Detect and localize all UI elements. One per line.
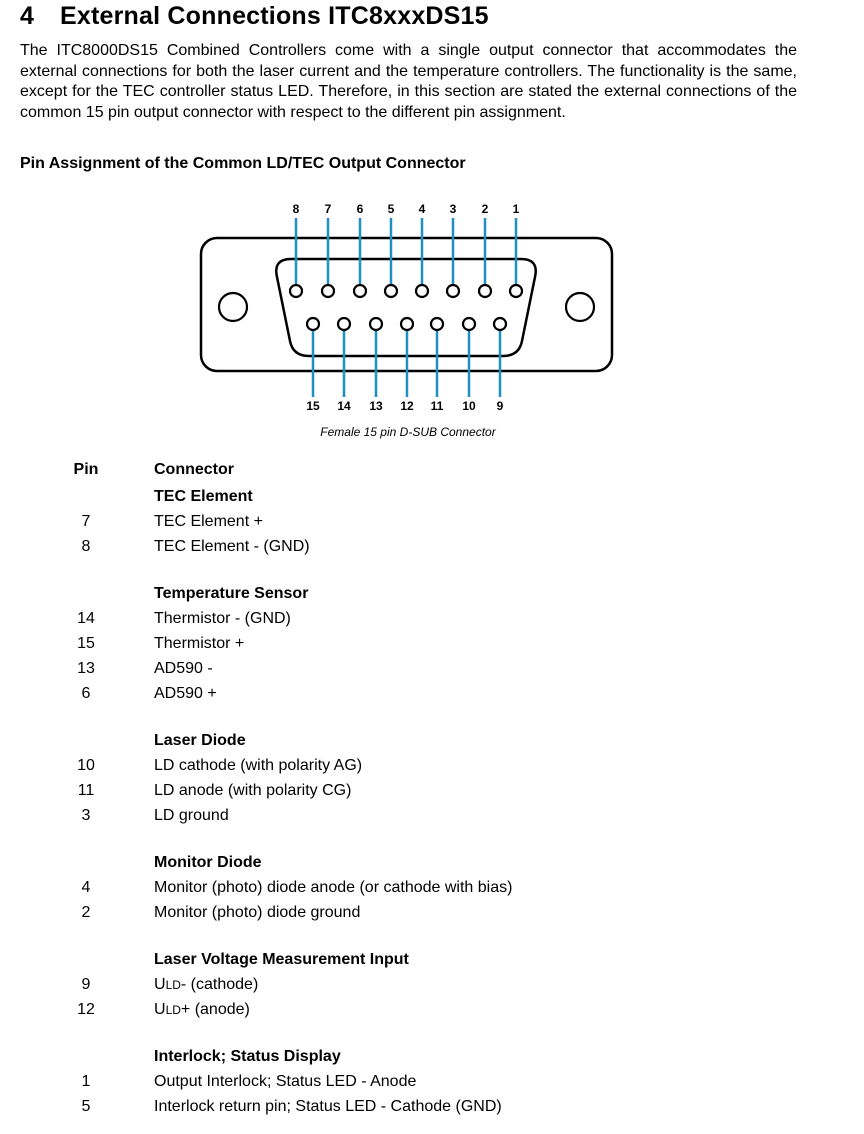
- pin-number-label: 12: [400, 399, 414, 413]
- pin-number: 11: [77, 782, 95, 799]
- pin-description-symbol: U: [154, 1001, 166, 1018]
- pin-number-label: 7: [325, 202, 332, 216]
- pin-column-header: Pin: [73, 461, 99, 478]
- pin-description: AD590 -: [154, 660, 213, 677]
- group-title: Temperature Sensor: [154, 585, 309, 602]
- pin-socket: [508, 283, 524, 299]
- pin-socket: [352, 283, 368, 299]
- pin-socket: [383, 283, 399, 299]
- pin-number-label: 13: [369, 399, 383, 413]
- pin-number-label: 3: [450, 202, 457, 216]
- pin-socket: [288, 283, 304, 299]
- pin-number: 5: [81, 1098, 91, 1115]
- pin-description: Monitor (photo) diode anode (or cathode …: [154, 879, 513, 896]
- pin-description: AD590 +: [154, 685, 217, 702]
- pin-number-label: 4: [419, 202, 426, 216]
- pin-description: LD ground: [154, 807, 229, 824]
- pin-description: TEC Element +: [154, 513, 263, 530]
- pin-number: 6: [81, 685, 91, 702]
- pin-socket: [368, 316, 384, 332]
- group-title: Interlock; Status Display: [154, 1048, 341, 1065]
- pin-number: 1: [81, 1073, 91, 1090]
- pin-number: 3: [81, 807, 91, 824]
- connector-column-header: Connector: [154, 461, 234, 478]
- pin-number-label: 1: [513, 202, 520, 216]
- pin-number-label: 11: [431, 399, 444, 413]
- section-number: 4: [20, 2, 35, 30]
- pin-number-label: 8: [293, 202, 300, 216]
- pin-description: Thermistor +: [154, 635, 245, 652]
- pin-number-label: 9: [497, 399, 504, 413]
- pin-number-label: 6: [357, 202, 364, 216]
- pin-number-label: 15: [306, 399, 320, 413]
- pin-description: Thermistor - (GND): [154, 610, 291, 627]
- pin-number: 15: [77, 635, 95, 652]
- pin-socket: [305, 316, 321, 332]
- pin-number: 14: [77, 610, 95, 627]
- section-title: External Connections ITC8xxxDS15: [60, 2, 489, 30]
- dsub-connector-diagram: 8 7 6 5 4 3 2 1 15 14 13 12 11 10 9: [199, 202, 614, 413]
- pin-socket: [461, 316, 477, 332]
- pin-socket: [414, 283, 430, 299]
- pin-socket: [429, 316, 445, 332]
- figure-caption: Female 15 pin D-SUB Connector: [320, 425, 496, 439]
- pin-number-label: 2: [482, 202, 489, 216]
- pin-description: LD cathode (with polarity AG): [154, 757, 363, 774]
- pin-description-subscript: LD: [165, 978, 181, 992]
- pin-description: Output Interlock; Status LED - Anode: [154, 1073, 417, 1090]
- pin-description-text: - (cathode): [180, 976, 259, 993]
- pin-description: TEC Element - (GND): [154, 538, 310, 555]
- group-title: TEC Element: [154, 488, 253, 505]
- group-title: Laser Voltage Measurement Input: [154, 951, 409, 968]
- pin-number: 9: [81, 976, 91, 993]
- pin-assignment-subheading: Pin Assignment of the Common LD/TEC Outp…: [20, 155, 466, 172]
- group-title: Laser Diode: [154, 732, 246, 749]
- pin-description: Monitor (photo) diode ground: [154, 904, 361, 921]
- pin-description-subscript: LD: [165, 1003, 181, 1017]
- pin-number-label: 10: [462, 399, 476, 413]
- pin-description: Interlock return pin; Status LED - Catho…: [154, 1098, 502, 1115]
- connector-insert: [275, 257, 537, 358]
- pin-number: 13: [77, 660, 95, 677]
- pin-number: 10: [77, 757, 95, 774]
- pin-number: 7: [81, 513, 91, 530]
- pin-number: 12: [77, 1001, 95, 1018]
- mounting-hole-left: [217, 291, 249, 323]
- intro-paragraph: The ITC8000DS15 Combined Controllers com…: [20, 42, 797, 121]
- pin-socket: [399, 316, 415, 332]
- pin-number: 2: [81, 904, 91, 921]
- pin-socket: [320, 283, 336, 299]
- pin-number: 8: [81, 538, 91, 555]
- pin-socket: [336, 316, 352, 332]
- pin-description-text: + (anode): [180, 1001, 250, 1018]
- pin-socket: [492, 316, 508, 332]
- pin-number-label: 14: [337, 399, 351, 413]
- pin-description: LD anode (with polarity CG): [154, 782, 352, 799]
- pin-description: ULD+ (anode): [154, 1001, 250, 1019]
- pin-socket: [445, 283, 461, 299]
- pin-description: ULD- (cathode): [154, 976, 258, 994]
- pin-number: 4: [81, 879, 91, 896]
- group-title: Monitor Diode: [154, 854, 262, 871]
- pin-description-symbol: U: [154, 976, 166, 993]
- mounting-hole-right: [564, 291, 596, 323]
- pin-number-label: 5: [388, 202, 395, 216]
- pin-socket: [477, 283, 493, 299]
- section-heading: 4 External Connections ITC8xxxDS15: [20, 2, 489, 31]
